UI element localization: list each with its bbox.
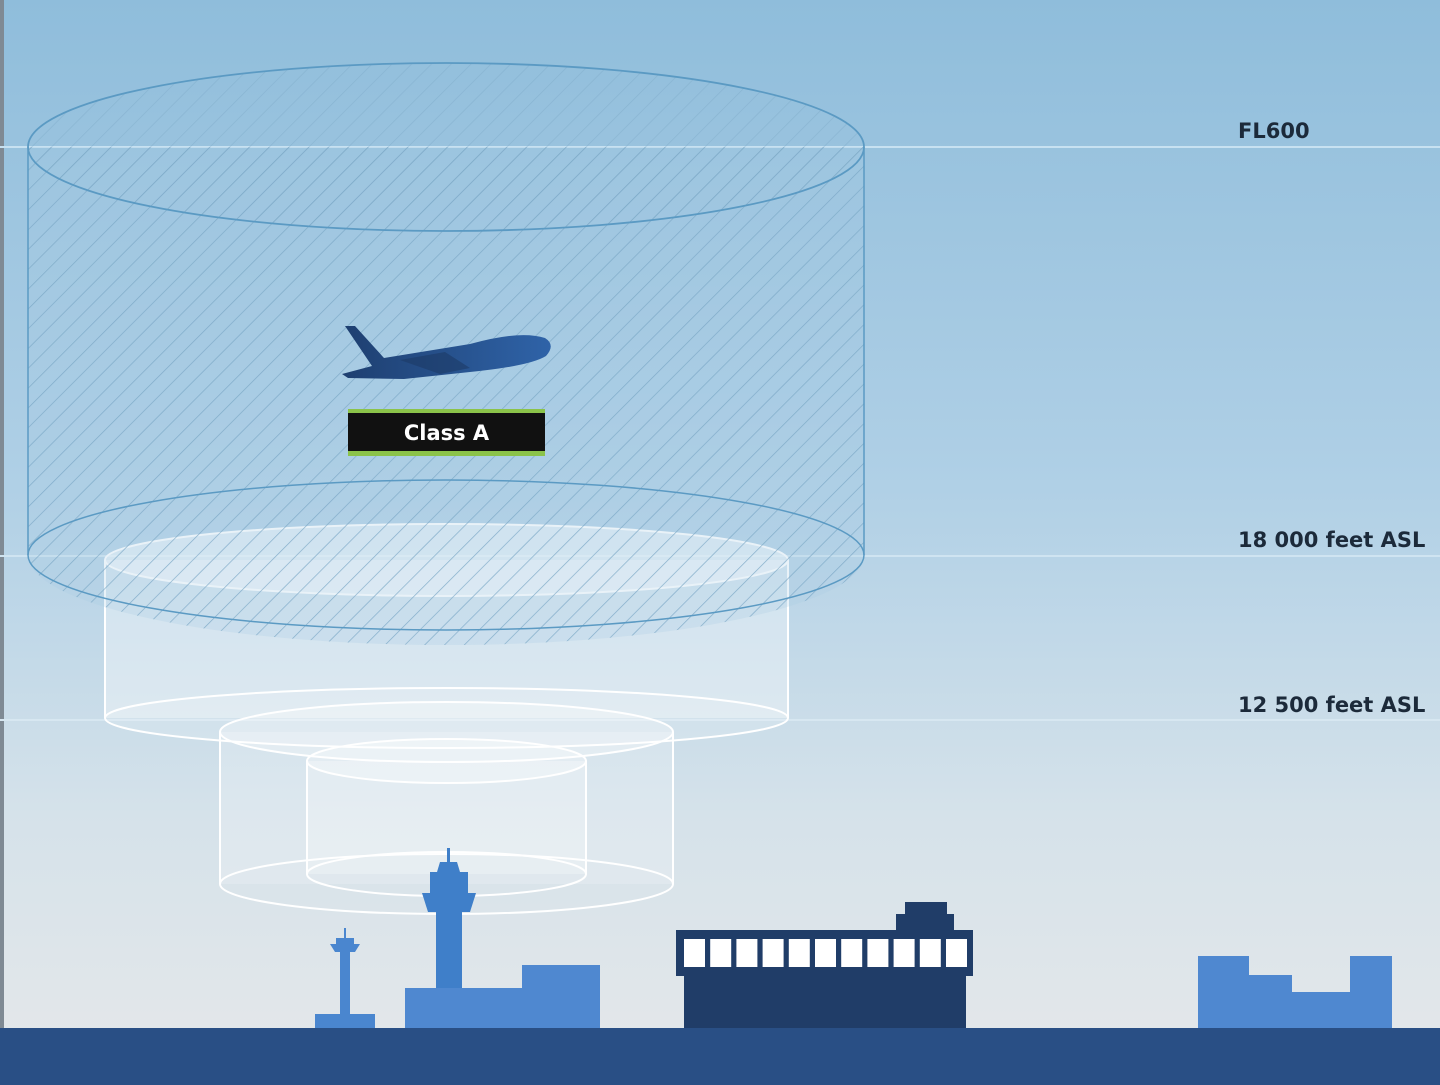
airplane-icon: [342, 326, 551, 379]
ship-window: [841, 939, 863, 967]
left-border: [0, 0, 4, 1085]
ground: [0, 1028, 1440, 1085]
fl600-label: FL600: [1238, 119, 1310, 143]
building-icon: [1198, 956, 1392, 1030]
class-a-badge: Class A: [348, 409, 545, 456]
ship-windows: [684, 939, 967, 967]
ship-window: [946, 939, 967, 967]
ship-icon: [676, 902, 973, 1031]
ship-window: [867, 939, 889, 967]
class-a-label: Class A: [404, 421, 490, 445]
ship-window: [684, 939, 705, 967]
ship-window: [710, 939, 732, 967]
ft12500-label: 12 500 feet ASL: [1238, 693, 1425, 717]
ship-window: [788, 939, 810, 967]
ship-window: [919, 939, 941, 967]
ship-window: [762, 939, 784, 967]
ft18000-label: 18 000 feet ASL: [1238, 528, 1425, 552]
small-control-tower-icon: [315, 928, 375, 1030]
terminal-building-icon: [405, 965, 600, 1030]
ship-window: [893, 939, 915, 967]
ship-window: [815, 939, 836, 967]
control-tower-icon: [422, 848, 476, 988]
class-a-airspace-cylinder: [27, 62, 865, 645]
ship-window: [736, 939, 758, 967]
